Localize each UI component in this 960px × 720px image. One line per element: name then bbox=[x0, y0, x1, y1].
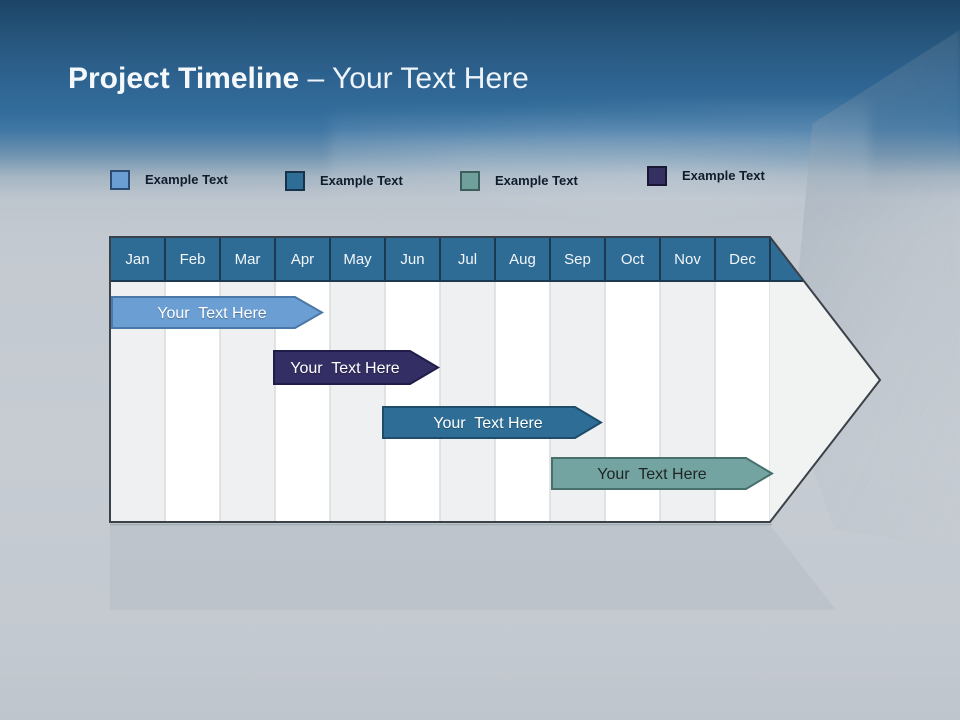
legend-swatch-3-rect bbox=[460, 171, 480, 191]
month-label-nov: Nov bbox=[674, 251, 701, 268]
legend-label-2: Example Text bbox=[320, 173, 403, 188]
legend-swatch-1-rect bbox=[110, 170, 130, 190]
legend-label-3: Example Text bbox=[495, 173, 578, 188]
month-label-jan: Jan bbox=[125, 251, 149, 268]
timeline-arrow-graphic: Jan Feb Mar Apr May Jun Jul Aug Sep Oct … bbox=[109, 236, 882, 610]
legend-swatch-2-rect bbox=[285, 171, 305, 191]
background-splash-texture bbox=[330, 100, 870, 220]
timeline-gridlines bbox=[164, 281, 771, 522]
slide-title: Project Timeline – Your Text Here bbox=[68, 58, 908, 100]
gantt-bar-3-label: Your Text Here bbox=[433, 415, 543, 432]
month-label-dec: Dec bbox=[729, 251, 756, 268]
timeline-month-header bbox=[110, 237, 804, 281]
legend-swatch-4 bbox=[647, 166, 667, 186]
month-header-dividers bbox=[164, 237, 771, 281]
legend-swatch-3 bbox=[460, 171, 480, 191]
gantt-bar-3 bbox=[382, 406, 603, 439]
legend-label-4: Example Text bbox=[682, 168, 765, 183]
month-label-may: May bbox=[343, 251, 372, 268]
month-label-apr: Apr bbox=[291, 251, 314, 268]
gantt-bar-4-label: Your Text Here bbox=[597, 466, 707, 483]
gantt-bar-2-label: Your Text Here bbox=[290, 360, 400, 377]
legend-swatch-2 bbox=[285, 171, 305, 191]
gantt-bar-4 bbox=[551, 457, 774, 490]
gantt-bar-1-label: Your Text Here bbox=[157, 305, 267, 322]
timeline-column-stripes bbox=[110, 237, 715, 522]
gantt-bar-1 bbox=[111, 296, 325, 329]
month-label-jul: Jul bbox=[458, 251, 477, 268]
month-label-aug: Aug bbox=[509, 251, 536, 268]
timeline-reflection bbox=[110, 523, 836, 610]
timeline-outline bbox=[109, 236, 882, 523]
month-label-sep: Sep bbox=[564, 251, 591, 268]
month-label-mar: Mar bbox=[235, 251, 261, 268]
legend-swatch-1 bbox=[110, 170, 130, 190]
title-light-text: – Your Text Here bbox=[307, 62, 529, 95]
month-labels: Jan Feb Mar Apr May Jun Jul Aug Sep Oct … bbox=[125, 251, 756, 268]
timeline-arrowhead-area bbox=[770, 237, 880, 522]
title-bold-text: Project Timeline bbox=[68, 62, 300, 95]
month-label-jun: Jun bbox=[400, 251, 424, 268]
month-label-oct: Oct bbox=[621, 251, 645, 268]
gantt-bars: Your Text Here Your Text Here Your Text … bbox=[111, 296, 774, 490]
legend-label-1: Example Text bbox=[145, 172, 228, 187]
legend-swatch-4-rect bbox=[647, 166, 667, 186]
month-label-feb: Feb bbox=[180, 251, 206, 268]
gantt-bar-2 bbox=[273, 350, 440, 385]
